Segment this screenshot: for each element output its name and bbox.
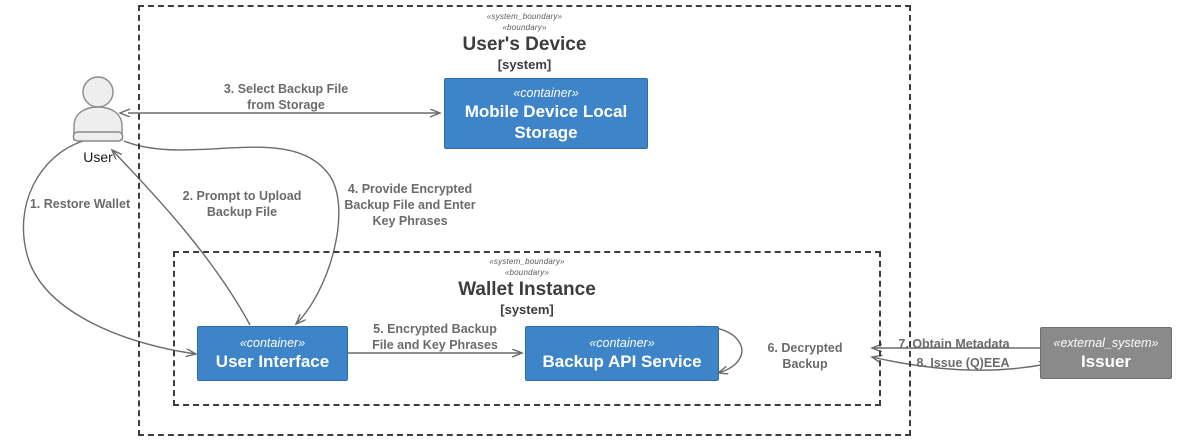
boundary-stereotype-boundary: «boundary»	[504, 268, 550, 277]
node-stereotype: «container»	[239, 336, 306, 350]
actor-user[interactable]: User	[61, 74, 135, 166]
node-backup-api-service[interactable]: «container» Backup API Service	[525, 326, 719, 381]
node-stereotype: «container»	[513, 85, 579, 100]
edge-label-2: 2. Prompt to Upload Backup File	[182, 189, 302, 219]
node-stereotype: «container»	[589, 336, 655, 350]
boundary-subtitle-wallet-instance: [system]	[500, 302, 554, 317]
node-issuer[interactable]: «external_system» Issuer	[1040, 327, 1172, 379]
boundary-stereotype-boundary: «boundary»	[502, 23, 547, 32]
person-icon	[72, 76, 124, 142]
boundary-wallet-instance: «system_boundary» «boundary» Wallet Inst…	[173, 251, 881, 406]
actor-user-label: User	[83, 149, 113, 165]
node-mobile-device-local-storage[interactable]: «container» Mobile Device Local Storage	[444, 78, 648, 149]
boundary-users-device: «system_boundary» «boundary» User's Devi…	[138, 5, 911, 436]
edge-label-8: 8. Issue (Q)EEA	[916, 356, 1010, 370]
node-user-interface[interactable]: «container» User Interface	[197, 326, 348, 381]
boundary-title-users-device: User's Device	[462, 34, 587, 55]
edge-label-4: 4. Provide Encrypted Backup File and Ent…	[344, 182, 476, 228]
boundary-stereotype-system: «system_boundary»	[489, 257, 565, 266]
node-name-issuer: Issuer	[1080, 351, 1132, 371]
node-name-user-interface: User Interface	[215, 352, 330, 371]
edge-label-5: 5. Encrypted Backup File and Key Phrases	[372, 322, 498, 352]
boundary-subtitle-users-device: [system]	[497, 57, 552, 72]
edge-label-6: 6. Decrypted Backup	[767, 341, 843, 371]
edge-label-1: 1. Restore Wallet	[29, 197, 131, 211]
node-stereotype: «external_system»	[1053, 335, 1159, 350]
node-name-backup-api-service: Backup API Service	[542, 352, 702, 371]
boundary-title-wallet-instance: Wallet Instance	[458, 279, 596, 300]
boundary-stereotype-system: «system_boundary»	[486, 12, 563, 21]
node-name-mobile-device-local-storage: Mobile Device Local Storage	[464, 101, 628, 142]
edge-label-7: 7. Obtain Metadata	[898, 337, 1010, 351]
edge-label-3: 3. Select Backup File from Storage	[223, 82, 349, 112]
